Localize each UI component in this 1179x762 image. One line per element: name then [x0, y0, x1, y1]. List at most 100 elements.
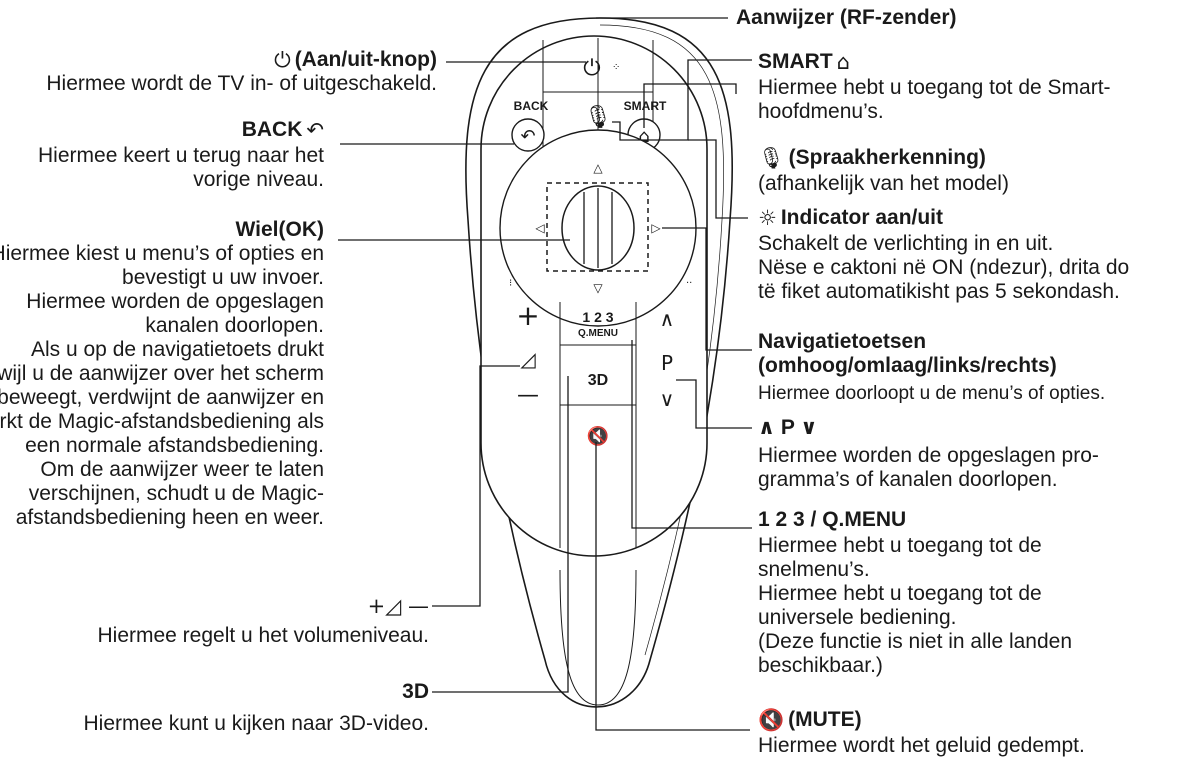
program-title: ∧ P ∨	[758, 416, 818, 439]
desc-line: kanalen doorlopen.	[145, 314, 324, 337]
volume-down-button[interactable]: —	[517, 383, 539, 408]
mute-button-icon[interactable]: 🔇	[587, 425, 609, 447]
voice-title: 🎙 (Spraakherkenning)	[758, 146, 986, 170]
remote-bottom-loop	[559, 569, 637, 706]
desc-line: werkt de Magic-afstandsbediening als	[0, 410, 324, 433]
wheel-desc: Hiermee kiest u menu’s of opties en beve…	[0, 242, 324, 530]
nav-up-icon[interactable]: △	[593, 161, 603, 175]
indicator-desc: Schakelt de verlichting in en uit. Nëse …	[758, 232, 1129, 304]
mute-desc: Hiermee wordt het geluid gedempt.	[758, 734, 1085, 758]
power-title: ⏻ (Aan/uit-knop)	[274, 48, 437, 72]
desc-line: Hiermee wordt het geluid gedempt.	[758, 734, 1085, 757]
back-icon: ↶	[520, 126, 535, 147]
qmenu-desc: Hiermee hebt u toegang tot de snelmenu’s…	[758, 534, 1072, 678]
navigation-desc: Hiermee doorloopt u de menu’s of opties.	[758, 382, 1105, 406]
desc-line: verschijnen, schudt u de Magic-	[28, 482, 324, 505]
bulb-icon: ☼	[758, 206, 777, 230]
desc-line: Hiermee doorloopt u de menu’s of opties.	[758, 383, 1106, 404]
three-d-glyph: 3D	[402, 680, 429, 703]
back-title: BACK ↶	[242, 118, 324, 142]
desc-line: Hiermee keert u terug naar het	[38, 144, 324, 167]
desc-line: snelmenu’s.	[758, 558, 870, 581]
voice-desc: (afhankelijk van het model)	[758, 172, 1009, 196]
desc-line: Hiermee hebt u toegang tot de Smart-	[758, 76, 1111, 99]
qmenu-title: 1 2 3 / Q.MENU	[758, 508, 907, 531]
wheel-highlight	[546, 182, 649, 272]
pointer-title: Aanwijzer (RF-zender)	[736, 6, 957, 29]
volume-glyph: +◿ —	[367, 594, 429, 618]
power-button-icon[interactable]: ⏻	[583, 56, 600, 81]
smart-title-text: SMART	[758, 50, 833, 73]
desc-line: Hiermee kiest u menu’s of opties en	[0, 242, 324, 265]
desc-line: Hiermee worden de opgeslagen	[26, 290, 324, 313]
power-title-text: (Aan/uit-knop)	[294, 48, 437, 71]
desc-line: vorige niveau.	[193, 168, 324, 191]
voice-button-icon[interactable]: 🎙	[584, 105, 612, 130]
title-line: (omhoog/omlaag/links/rechts)	[758, 354, 1057, 377]
desc-line: beschikbaar.)	[758, 654, 883, 677]
nav-left-icon[interactable]: ◁	[534, 221, 544, 235]
back-icon-label: ↶	[306, 118, 324, 142]
desc-line: Schakelt de verlichting in en uit.	[758, 232, 1054, 255]
indicator-title-text: Indicator aan/uit	[780, 206, 944, 229]
desc-line: Hiermee hebt u toegang tot de	[758, 534, 1042, 557]
desc-line: een normale afstandsbediening.	[25, 434, 324, 457]
volume-icon: ◿	[519, 347, 536, 371]
mute-icon: 🔇	[758, 708, 785, 732]
desc-line: gramma’s of kanalen doorlopen.	[758, 468, 1058, 491]
program-down-button[interactable]: ∨	[660, 387, 675, 411]
desc-line: Hiermee hebt u toegang tot de	[758, 582, 1042, 605]
smart-home-icon: ⌂	[638, 126, 649, 147]
desc-line: Hiermee wordt de TV in- of uitgeschakeld…	[46, 72, 437, 95]
back-title-text: BACK	[241, 118, 303, 141]
desc-line: Hiermee regelt u het volumeniveau.	[97, 624, 429, 647]
navigation-title: Navigatietoetsen (omhoog/omlaag/links/re…	[758, 330, 1057, 378]
mute-title: 🔇 (MUTE)	[758, 708, 862, 732]
remote-qmenu-label[interactable]: Q.MENU	[578, 328, 618, 339]
desc-line: (Deze functie is niet in alle landen	[758, 630, 1073, 653]
desc-line: Als u op de navigatietoets drukt	[30, 338, 324, 361]
power-icon: ⏻	[274, 48, 291, 72]
power-desc: Hiermee wordt de TV in- of uitgeschakeld…	[46, 72, 437, 96]
desc-line: bevestigt u uw invoer.	[122, 266, 324, 289]
remote-inner-edge	[599, 24, 724, 656]
wheel-title: Wiel(OK)	[235, 218, 324, 241]
remote-qmenu-num: 1 2 3	[582, 309, 613, 325]
desc-line: Hiermee worden de opgeslagen pro-	[758, 444, 1099, 467]
desc-line: Nëse e caktoni në ON (ndezur), drita do	[758, 256, 1130, 279]
smart-desc: Hiermee hebt u toegang tot de Smart- hoo…	[758, 76, 1111, 124]
desc-line: (afhankelijk van het model)	[758, 172, 1009, 195]
smart-icon-label: ⌂	[836, 50, 851, 74]
desc-line: hoofdmenu’s.	[758, 100, 884, 123]
indicator-title: ☼ Indicator aan/uit	[758, 206, 943, 230]
mute-title-text: (MUTE)	[788, 708, 862, 731]
remote-p-label: P	[661, 351, 673, 375]
three-d-desc: Hiermee kunt u kijken naar 3D-video.	[84, 712, 430, 736]
program-dots: ··	[686, 278, 692, 289]
desc-line: Om de aanwijzer weer te laten	[40, 458, 324, 481]
desc-line: afstandsbediening heen en weer.	[15, 506, 324, 529]
volume-up-button[interactable]: +	[516, 299, 539, 332]
voice-title-text: (Spraakherkenning)	[788, 146, 986, 169]
remote-smart-label: SMART	[624, 99, 667, 113]
nav-down-icon[interactable]: ▽	[593, 281, 603, 295]
volume-desc: Hiermee regelt u het volumeniveau.	[97, 624, 429, 648]
smart-title: SMART ⌂	[758, 50, 850, 74]
mic-icon: 🎙	[758, 146, 785, 170]
remote-3d-button[interactable]: 3D	[588, 372, 608, 389]
desc-line: të fiket automatikisht pas 5 sekondash.	[758, 280, 1120, 303]
program-up-button[interactable]: ∧	[660, 307, 675, 331]
desc-line: beweegt, verdwijnt de aanwijzer en	[0, 386, 324, 409]
desc-line: terwijl u de aanwijzer over het scherm	[0, 362, 324, 385]
nav-right-icon[interactable]: ▷	[651, 221, 661, 235]
back-desc: Hiermee keert u terug naar het vorige ni…	[38, 144, 324, 192]
remote-back-label: BACK	[514, 99, 549, 113]
volume-dots: ⁝	[509, 278, 512, 289]
leader-lines-right	[595, 17, 752, 731]
leader-lines-left	[338, 61, 586, 693]
title-line: Navigatietoetsen	[758, 330, 927, 353]
desc-line: universele bediening.	[758, 606, 957, 629]
back-button[interactable]	[511, 118, 545, 152]
desc-line: Hiermee kunt u kijken naar 3D-video.	[83, 712, 430, 735]
